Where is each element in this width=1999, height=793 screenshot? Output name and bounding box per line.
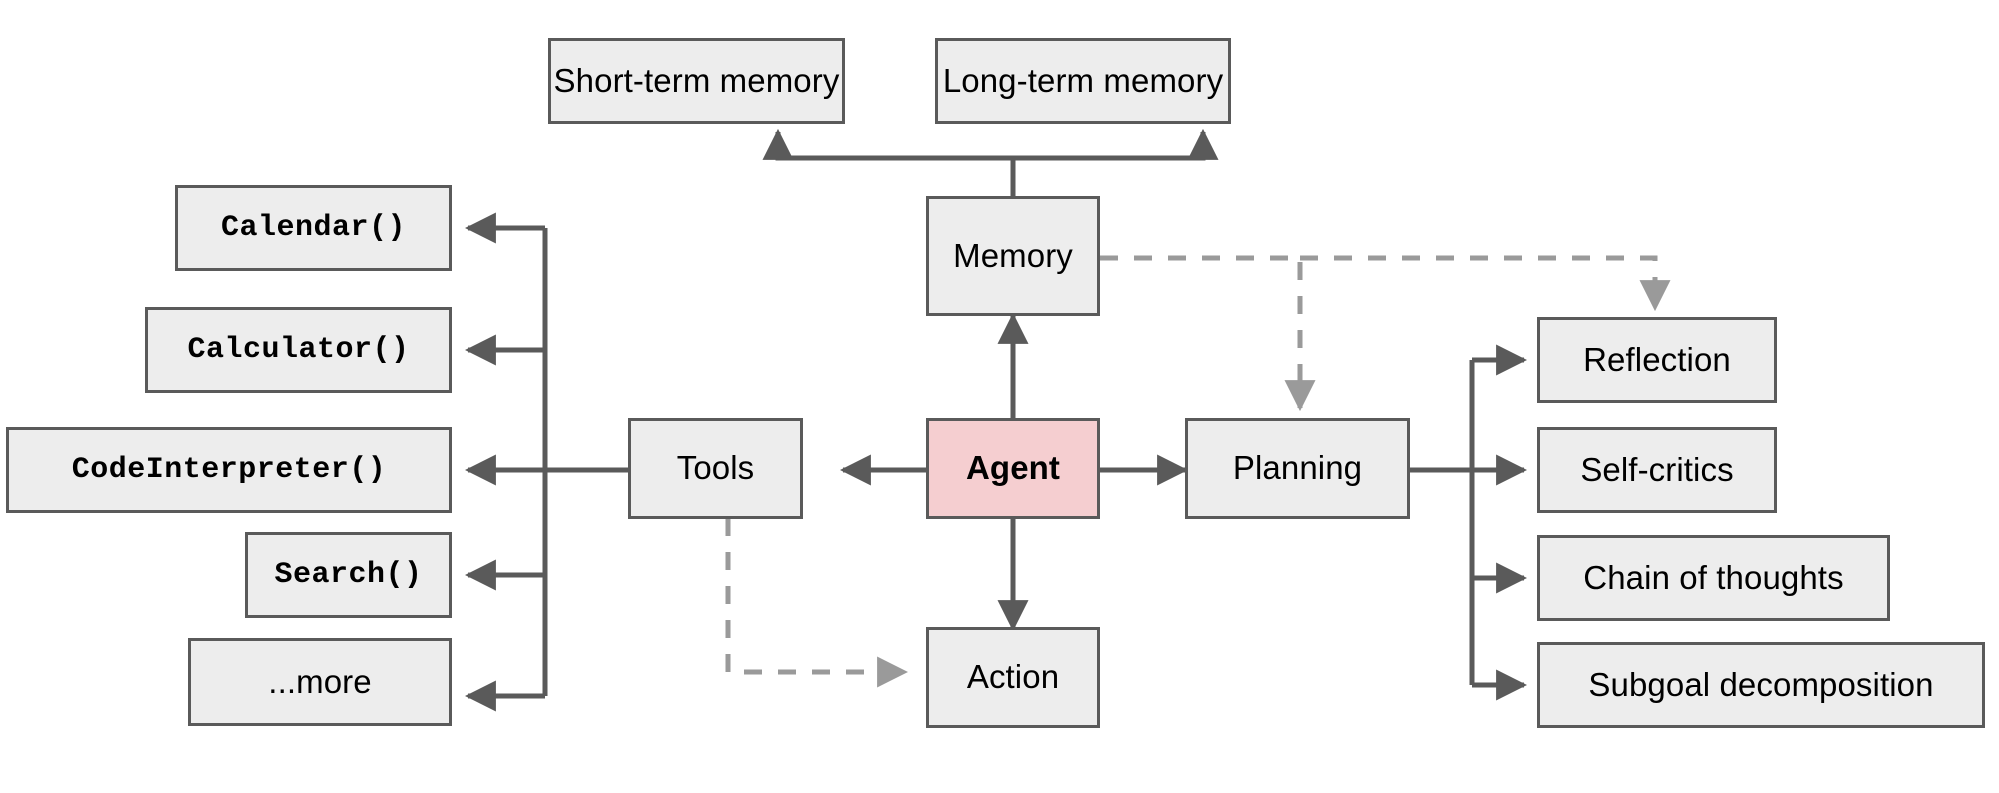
node-planning-label: Planning	[1232, 449, 1363, 487]
node-planning-self-critics-label: Self-critics	[1580, 450, 1734, 488]
node-planning-chain-of-thoughts[interactable]: Chain of thoughts	[1537, 535, 1890, 621]
node-long-term-memory-label: Long-term memory	[942, 61, 1224, 99]
node-agent-label: Agent	[966, 449, 1060, 487]
node-tool-codeinterpreter[interactable]: CodeInterpreter()	[6, 427, 452, 513]
edge-tools-to-action-dashed	[725, 518, 909, 688]
node-tool-search-label: Search()	[274, 557, 423, 592]
node-tool-more-label: ...more	[268, 662, 372, 700]
node-tool-search[interactable]: Search()	[245, 532, 452, 618]
edge-memory-to-reflection-dashed	[1300, 255, 1671, 312]
node-tool-codeinterpreter-label: CodeInterpreter()	[71, 452, 387, 487]
node-action[interactable]: Action	[926, 627, 1100, 728]
node-tool-calculator[interactable]: Calculator()	[145, 307, 452, 393]
node-agent[interactable]: Agent	[926, 418, 1100, 519]
node-planning-subgoal-decomposition[interactable]: Subgoal decomposition	[1537, 642, 1985, 728]
node-tools-label: Tools	[676, 449, 755, 487]
edge-memory-to-planning-dashed	[1100, 255, 1316, 412]
node-short-term-memory-label: Short-term memory	[553, 61, 840, 99]
node-tools[interactable]: Tools	[628, 418, 803, 519]
node-planning-self-critics[interactable]: Self-critics	[1537, 427, 1777, 513]
node-tool-more[interactable]: ...more	[188, 638, 452, 726]
node-tool-calculator-label: Calculator()	[187, 332, 410, 367]
edge-memory-to-long-term	[1013, 128, 1219, 161]
node-tool-calendar-label: Calendar()	[220, 210, 407, 245]
node-tool-calendar[interactable]: Calendar()	[175, 185, 452, 271]
node-planning[interactable]: Planning	[1185, 418, 1410, 519]
node-planning-chain-of-thoughts-label: Chain of thoughts	[1583, 558, 1844, 596]
node-action-label: Action	[966, 658, 1060, 696]
node-planning-subgoal-decomposition-label: Subgoal decomposition	[1588, 665, 1934, 703]
node-long-term-memory[interactable]: Long-term memory	[935, 38, 1231, 124]
node-planning-reflection-label: Reflection	[1583, 340, 1731, 378]
node-memory[interactable]: Memory	[926, 196, 1100, 316]
node-memory-label: Memory	[953, 236, 1073, 274]
node-short-term-memory[interactable]: Short-term memory	[548, 38, 845, 124]
node-planning-reflection[interactable]: Reflection	[1537, 317, 1777, 403]
